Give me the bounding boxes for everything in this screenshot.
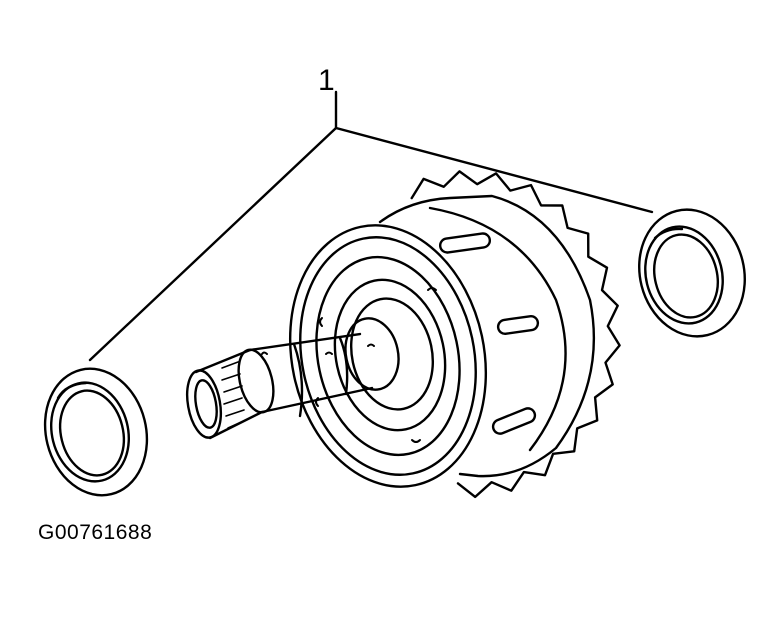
thrust-washer-left xyxy=(43,367,149,497)
output-shaft xyxy=(185,332,375,440)
leader-lines xyxy=(88,90,654,362)
callout-label: 1 xyxy=(318,64,335,97)
clutch-drum xyxy=(288,170,621,499)
thrust-washer-right xyxy=(638,208,746,338)
shaft-splines xyxy=(221,361,247,429)
figure-id: G00761688 xyxy=(38,521,153,544)
drum-spline-teeth xyxy=(410,170,621,499)
